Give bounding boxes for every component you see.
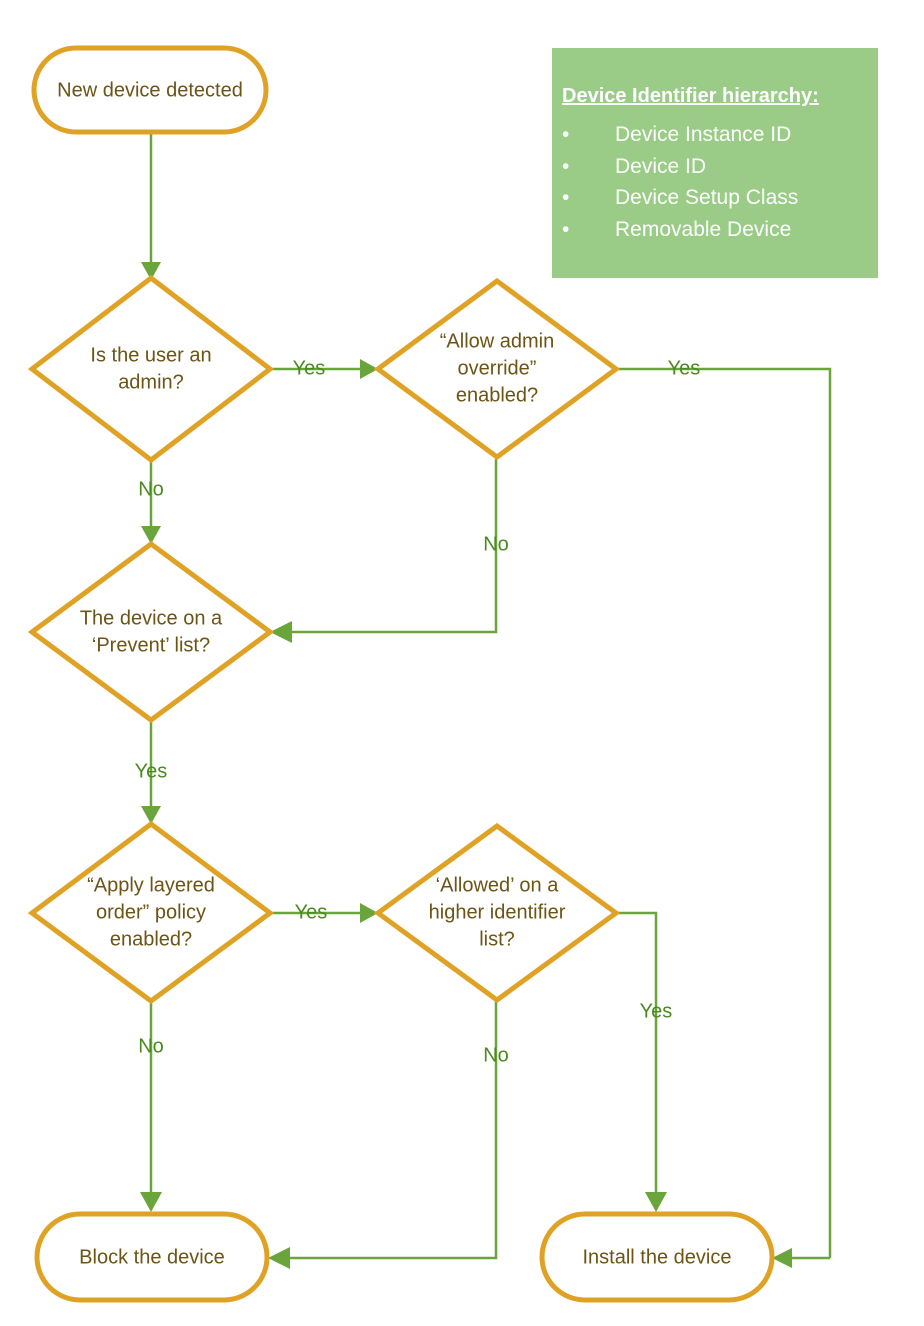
edge-label-d2-yes: Yes xyxy=(668,357,701,379)
node-start[interactable]: New device detected xyxy=(31,45,269,135)
edge-d5-no-to-block: No xyxy=(268,1001,509,1269)
legend-panel: Device Identifier hierarchy: • Device In… xyxy=(552,48,878,278)
arrowhead-icon xyxy=(645,1192,667,1212)
node-allow-admin-override-label-line1: “Allow admin xyxy=(440,330,554,352)
node-start-label: New device detected xyxy=(57,79,243,101)
edge-d3-yes-to-d4: Yes xyxy=(135,721,168,824)
node-allow-admin-override-label-line2: override” xyxy=(458,357,537,379)
node-device-on-prevent-list[interactable]: The device on a ‘Prevent’ list? xyxy=(27,540,275,724)
legend-bullet-icon: • xyxy=(562,123,569,146)
edge-label-d4-yes: Yes xyxy=(295,901,328,923)
edge-start-to-d1 xyxy=(141,132,161,280)
edge-label-d1-no: No xyxy=(138,478,164,500)
edge-label-d3-yes: Yes xyxy=(135,760,168,782)
legend-item-1: Device ID xyxy=(615,155,706,178)
edge-line xyxy=(290,459,498,634)
edge-label-d4-no: No xyxy=(138,1035,164,1057)
edge-label-d2-no: No xyxy=(483,533,509,555)
edge-label-d5-yes: Yes xyxy=(640,1000,673,1022)
arrowhead-icon xyxy=(140,1192,162,1212)
legend-item-3: Removable Device xyxy=(615,218,791,241)
node-start-shape[interactable] xyxy=(31,45,269,135)
node-block-the-device[interactable]: Block the device xyxy=(34,1211,270,1303)
edge-d5-yes-to-install: Yes xyxy=(616,911,673,1212)
edge-line xyxy=(616,367,832,1258)
edge-line xyxy=(288,1001,498,1260)
node-is-user-admin-shape[interactable] xyxy=(27,274,275,464)
legend-item-2: Device Setup Class xyxy=(615,186,798,209)
arrowhead-icon xyxy=(270,621,292,643)
arrowhead-icon xyxy=(141,806,161,824)
node-block-the-device-label: Block the device xyxy=(79,1246,225,1268)
edge-label-d1-yes: Yes xyxy=(293,357,326,379)
arrowhead-icon xyxy=(268,1247,290,1269)
node-apply-layered-order[interactable]: “Apply layered order” policy enabled? xyxy=(27,820,275,1005)
legend-background xyxy=(552,48,878,278)
edge-d4-no-to-block: No xyxy=(138,1001,164,1212)
arrowhead-icon xyxy=(360,903,378,923)
legend-bullet-icon: • xyxy=(562,218,569,241)
legend-bullet-icon: • xyxy=(562,155,569,178)
node-allowed-higher-identifier-label-line3: list? xyxy=(479,928,515,950)
arrowhead-icon xyxy=(360,359,378,379)
node-install-the-device[interactable]: Install the device xyxy=(539,1211,775,1303)
node-apply-layered-order-shape[interactable] xyxy=(27,820,275,1005)
edge-d2-yes-to-install: Yes xyxy=(616,357,832,1268)
legend-item-0: Device Instance ID xyxy=(615,123,791,146)
node-is-user-admin[interactable]: Is the user an admin? xyxy=(27,274,275,464)
edge-d4-yes-to-d5: Yes xyxy=(271,901,378,923)
node-allowed-higher-identifier[interactable]: ‘Allowed’ on a higher identifier list? xyxy=(373,822,621,1004)
node-device-on-prevent-list-label-line2: ‘Prevent’ list? xyxy=(92,634,210,656)
node-block-the-device-shape[interactable] xyxy=(34,1211,270,1303)
arrowhead-icon xyxy=(141,262,161,280)
node-device-on-prevent-list-label-line1: The device on a xyxy=(80,607,223,629)
legend-title: Device Identifier hierarchy: xyxy=(562,85,819,107)
node-allow-admin-override[interactable]: “Allow admin override” enabled? xyxy=(373,277,621,461)
node-install-the-device-shape[interactable] xyxy=(539,1211,775,1303)
edge-d1-yes-to-d2: Yes xyxy=(271,357,378,379)
node-allowed-higher-identifier-label-line2: higher identifier xyxy=(429,901,566,923)
arrowhead-icon xyxy=(141,526,161,544)
node-allow-admin-override-shape[interactable] xyxy=(373,277,621,461)
node-apply-layered-order-label-line1: “Apply layered xyxy=(87,874,215,896)
node-apply-layered-order-label-line2: order” policy xyxy=(96,901,206,923)
edge-d2-no-to-d3: No xyxy=(270,459,509,643)
legend-bullet-icon: • xyxy=(562,186,569,209)
node-is-user-admin-label-line2: admin? xyxy=(118,371,184,393)
node-is-user-admin-label-line1: Is the user an xyxy=(90,344,211,366)
node-allow-admin-override-label-line3: enabled? xyxy=(456,384,538,406)
node-allowed-higher-identifier-shape[interactable] xyxy=(373,822,621,1004)
edge-label-d5-no: No xyxy=(483,1044,509,1066)
node-device-on-prevent-list-shape[interactable] xyxy=(27,540,275,724)
node-install-the-device-label: Install the device xyxy=(583,1246,732,1268)
node-allowed-higher-identifier-label-line1: ‘Allowed’ on a xyxy=(436,874,560,896)
edge-d1-no-to-d3: No xyxy=(138,461,164,544)
arrowhead-icon xyxy=(772,1248,792,1268)
node-apply-layered-order-label-line3: enabled? xyxy=(110,928,192,950)
edge-line xyxy=(616,911,658,1196)
